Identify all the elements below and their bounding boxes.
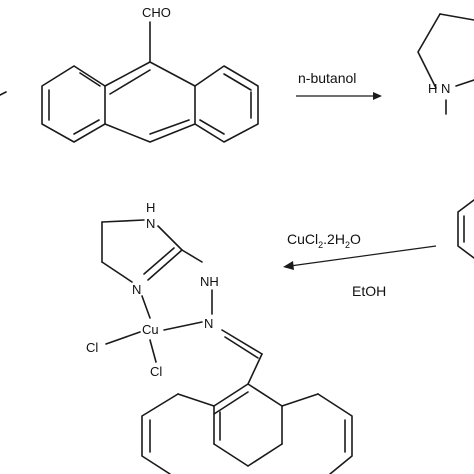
complex-n-right-label: N (204, 316, 213, 331)
solvent-label: EtOH (352, 283, 386, 299)
complex-h-top-label: H (146, 200, 155, 215)
complex-nh-label: NH (200, 274, 219, 289)
complex-n-left-label: N (132, 282, 141, 297)
copper-complex-structure (101, 219, 353, 474)
bond-fragment-left (0, 91, 7, 96)
conditions-label-1: n-butanol (298, 70, 356, 86)
product-1-h-label: H (428, 81, 437, 96)
cho-label: CHO (142, 5, 171, 20)
complex-cl-bottom-label: Cl (150, 364, 162, 379)
reaction-arrow-2 (289, 245, 437, 267)
product-1-n-label: N (441, 81, 450, 96)
complex-cl-left-label: Cl (86, 340, 98, 355)
arrow-1-head (373, 92, 382, 100)
arrow-2-head (283, 261, 294, 270)
reagent-label: CuCl2.2H2O (287, 231, 361, 250)
complex-n-top-label: N (146, 216, 155, 231)
anthracene-aldehyde-structure (41, 21, 259, 143)
imidazolidine-fragment-structure (417, 13, 474, 115)
reactant-2-fragment-structure (457, 199, 474, 259)
complex-cu-label: Cu (142, 322, 159, 337)
